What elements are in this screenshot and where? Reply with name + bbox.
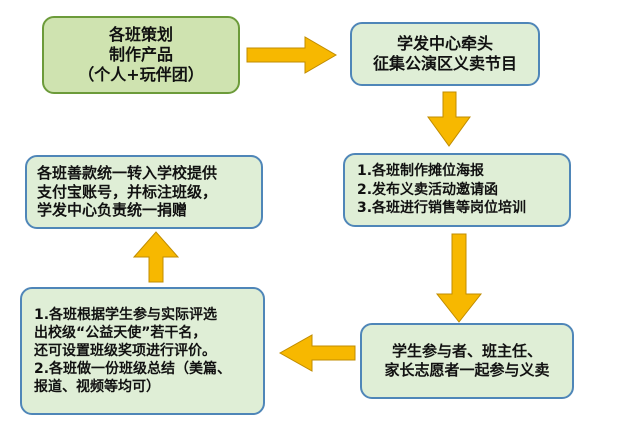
node-evaluate-line-5: 报道、视频等均可） xyxy=(34,379,160,396)
node-plan-line-2: 制作产品 xyxy=(108,45,173,64)
node-plan-line-1: 各班策划 xyxy=(108,25,173,44)
node-prepare-line-2: 2.发布义卖活动邀请函 xyxy=(357,181,499,198)
node-plan-products: 各班策划 制作产品 （个人+玩伴团） xyxy=(42,16,240,94)
node-donate-line-2: 支付宝账号，并标注班级， xyxy=(37,182,218,201)
node-collect-line-1: 学发中心牵头 xyxy=(396,34,493,53)
arrow-down-icon xyxy=(427,91,471,147)
node-evaluate-line-2: 出校级“公益天使”若干名， xyxy=(34,324,207,341)
node-collect-programs: 学发中心牵头 征集公演区义卖节目 xyxy=(350,22,540,86)
node-collect-line-2: 征集公演区义卖节目 xyxy=(372,54,517,73)
node-evaluate-summary: 1.各班根据学生参与实际评选 出校级“公益天使”若干名， 还可设置班级奖项进行评… xyxy=(20,287,265,415)
node-prepare-line-1: 1.各班制作摊位海报 xyxy=(357,162,485,179)
node-participate-line-2: 家长志愿者一起参与义卖 xyxy=(384,361,550,379)
node-participate-line-1: 学生参与者、班主任、 xyxy=(391,342,542,361)
arrow-up-icon xyxy=(132,231,180,283)
node-evaluate-line-4: 2.各班做一份班级总结（美篇、 xyxy=(34,361,232,378)
node-prepare-steps: 1.各班制作摊位海报 2.发布义卖活动邀请函 3.各班进行销售等岗位培训 xyxy=(343,153,571,227)
node-evaluate-line-3: 还可设置班级奖项进行评价。 xyxy=(34,342,216,359)
node-evaluate-line-1: 1.各班根据学生参与实际评选 xyxy=(34,306,218,323)
node-prepare-line-3: 3.各班进行销售等岗位培训 xyxy=(357,200,527,217)
node-donate-line-3: 学发中心负责统一捐赠 xyxy=(37,201,188,220)
arrow-left-icon xyxy=(278,334,356,372)
node-donate-funds: 各班善款统一转入学校提供 支付宝账号，并标注班级， 学发中心负责统一捐赠 xyxy=(25,155,263,229)
arrow-down-icon xyxy=(435,233,483,323)
node-participate-sale: 学生参与者、班主任、 家长志愿者一起参与义卖 xyxy=(360,323,574,399)
node-plan-line-3: （个人+玩伴团） xyxy=(78,65,204,84)
arrow-right-icon xyxy=(246,36,337,74)
node-donate-line-1: 各班善款统一转入学校提供 xyxy=(37,163,218,182)
